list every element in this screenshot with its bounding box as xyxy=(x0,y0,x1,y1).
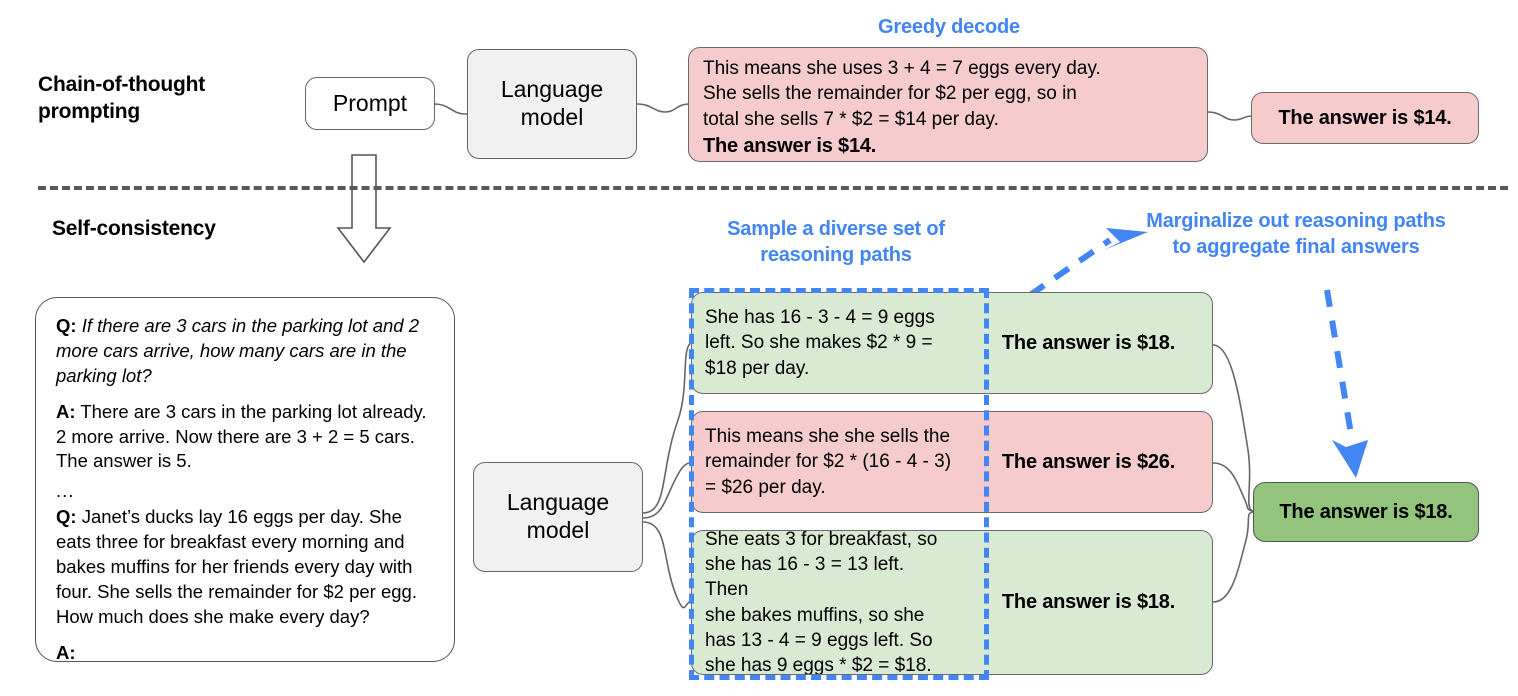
section-title-self-consistency: Self-consistency xyxy=(52,217,216,240)
cot-output-reasoning: This means she uses 3 + 4 = 7 eggs every… xyxy=(703,58,1101,130)
wire-lm-to-cot-output xyxy=(636,103,691,113)
exemplar-q1-text: If there are 3 cars in the parking lot a… xyxy=(56,315,420,386)
exemplar-question-1: Q: If there are 3 cars in the parking lo… xyxy=(56,314,434,389)
path-2-answer-cell: The answer is $26. xyxy=(965,412,1212,512)
node-language-model-bottom[interactable]: Language model xyxy=(473,462,643,572)
path-3-answer-cell: The answer is $18. xyxy=(965,531,1212,674)
wire-lm-to-path-2 xyxy=(642,461,694,519)
blue-arrow-down-shaft xyxy=(1324,289,1355,441)
path-2-reasoning-text: This means she she sells the remainder f… xyxy=(705,426,952,498)
caption-sample-paths: Sample a diverse set of reasoning paths xyxy=(727,218,945,266)
final-answer-box: The answer is $18. xyxy=(1253,482,1479,542)
wire-cot-output-to-answer xyxy=(1207,111,1254,121)
cot-final-answer-label: The answer is $14. xyxy=(1278,106,1452,129)
wire-lm-to-path-3 xyxy=(642,521,694,609)
section-title-chain-of-thought: Chain-of-thought prompting xyxy=(38,73,206,123)
exemplar-ellipsis: ... xyxy=(56,480,75,502)
blue-arrow-down-head xyxy=(1332,440,1368,478)
node-language-model-bottom-label: Language model xyxy=(506,489,610,543)
node-language-model-top-label: Language model xyxy=(500,76,604,130)
path-1-answer-cell: The answer is $18. xyxy=(965,293,1212,393)
final-answer-label: The answer is $18. xyxy=(1279,500,1453,523)
wire-path-1-to-final xyxy=(1212,344,1254,512)
path-1-reasoning-text: She has 16 - 3 - 4 = 9 eggs left. So she… xyxy=(705,307,935,379)
exemplar-a1-tag: A: xyxy=(56,400,76,422)
exemplar-answer-1: A: There are 3 cars in the parking lot a… xyxy=(56,400,434,475)
node-prompt[interactable]: Prompt xyxy=(305,77,435,130)
reasoning-path-row-3: She eats 3 for breakfast, so she has 16 … xyxy=(691,530,1213,675)
exemplar-a1-text: There are 3 cars in the parking lot alre… xyxy=(56,400,427,472)
sample-selection-box xyxy=(689,288,989,680)
path-1-reasoning-cell: She has 16 - 3 - 4 = 9 eggs left. So she… xyxy=(692,293,965,393)
exemplar-answer-2: A: xyxy=(56,641,434,666)
wire-path-2-to-final xyxy=(1212,462,1254,512)
exemplar-q2-tag: Q: xyxy=(56,506,77,528)
node-prompt-label: Prompt xyxy=(332,89,408,116)
caption-greedy-decode: Greedy decode xyxy=(878,16,1020,38)
node-language-model-top[interactable]: Language model xyxy=(467,49,637,159)
hollow-down-arrow xyxy=(336,154,392,264)
cot-final-answer-box: The answer is $14. xyxy=(1251,92,1479,144)
path-2-answer-text: The answer is $26. xyxy=(1001,450,1176,473)
path-2-reasoning-cell: This means she she sells the remainder f… xyxy=(692,412,965,512)
cot-output-answer: The answer is $14. xyxy=(703,134,877,157)
path-3-reasoning-text: She eats 3 for breakfast, so she has 16 … xyxy=(705,530,938,675)
exemplar-q1-tag: Q: xyxy=(56,315,77,336)
prompt-exemplar-card: Q: If there are 3 cars in the parking lo… xyxy=(35,297,455,663)
reasoning-path-row-1: She has 16 - 3 - 4 = 9 eggs left. So she… xyxy=(691,292,1213,394)
wire-lm-to-path-1 xyxy=(642,341,694,514)
reasoning-path-row-2: This means she she sells the remainder f… xyxy=(691,411,1213,513)
cot-output-box: This means she uses 3 + 4 = 7 eggs every… xyxy=(688,47,1208,162)
exemplar-question-2: Q: Janet’s ducks lay 16 eggs per day. Sh… xyxy=(56,505,434,629)
path-3-answer-text: The answer is $18. xyxy=(1001,591,1176,613)
exemplar-a2-tag: A: xyxy=(56,641,76,663)
path-3-reasoning-cell: She eats 3 for breakfast, so she has 16 … xyxy=(692,531,965,674)
section-divider xyxy=(38,186,1508,190)
wire-path-3-to-final xyxy=(1212,511,1254,603)
path-1-answer-text: The answer is $18. xyxy=(1001,331,1176,354)
exemplar-q2-text: Janet’s ducks lay 16 eggs per day. She e… xyxy=(56,506,417,627)
caption-marginalize: Marginalize out reasoning paths to aggre… xyxy=(1146,210,1446,258)
